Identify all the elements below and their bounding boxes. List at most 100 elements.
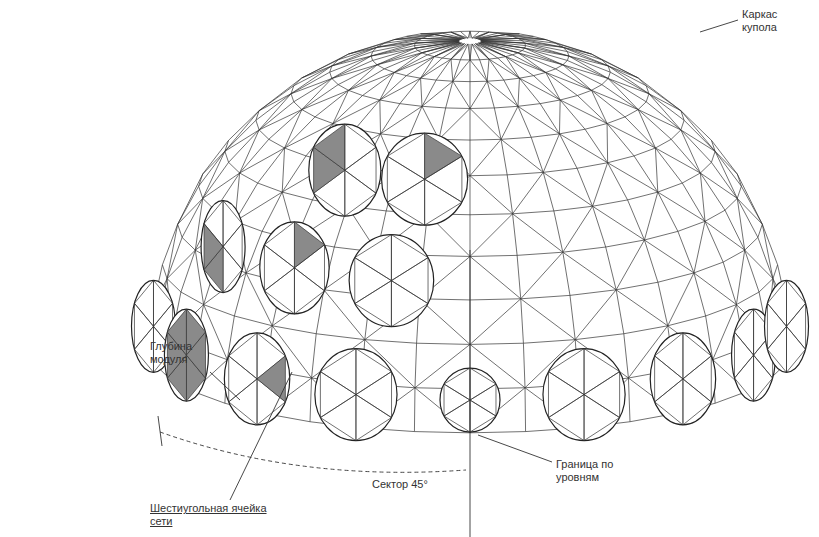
mesh-strut: [363, 72, 395, 95]
mesh-strut: [531, 137, 543, 172]
mesh-strut: [487, 81, 494, 108]
mesh-strut: [414, 432, 470, 433]
mesh-strut: [507, 172, 543, 175]
leader-line: [478, 435, 552, 462]
mesh-strut: [285, 110, 302, 148]
mesh-strut: [470, 108, 501, 139]
mesh-strut: [628, 192, 658, 200]
mesh-strut: [559, 100, 561, 134]
mesh-strut: [634, 156, 658, 192]
mesh-strut: [470, 255, 517, 256]
callout-label: Граница по уровням: [556, 458, 656, 484]
mesh-strut: [400, 78, 421, 103]
mesh-strut: [711, 140, 737, 174]
mesh-strut: [381, 104, 400, 134]
mesh-strut: [422, 53, 428, 55]
mesh-strut: [272, 326, 316, 334]
sector-arc: [160, 432, 466, 472]
mesh-strut: [681, 130, 715, 151]
mesh-strut: [715, 151, 737, 198]
mesh-strut: [377, 51, 418, 65]
mesh-strut: [178, 186, 199, 224]
mesh-strut: [602, 85, 638, 110]
mesh-strut: [519, 76, 533, 79]
hex-module: [224, 333, 289, 425]
mesh-strut: [616, 290, 668, 326]
mesh-strut: [291, 94, 294, 102]
mesh-strut: [525, 388, 527, 432]
mesh-strut: [668, 273, 694, 326]
mesh-strut: [379, 100, 381, 134]
mesh-strut: [644, 240, 694, 273]
mesh-strut: [546, 72, 578, 95]
mesh-strut: [607, 124, 609, 163]
mesh-strut: [668, 316, 706, 326]
mesh-strut: [415, 48, 418, 50]
mesh-strut: [608, 78, 649, 93]
mesh-strut: [240, 139, 269, 173]
mesh-strut: [409, 106, 422, 137]
mesh-strut: [606, 247, 616, 290]
mesh-strut: [591, 90, 624, 117]
module-facet: [655, 333, 683, 379]
mesh-strut: [498, 57, 506, 58]
mesh-strut: [745, 250, 773, 278]
mesh-strut: [591, 90, 607, 123]
mesh-strut: [628, 200, 645, 240]
mesh-strut: [460, 31, 470, 32]
mesh-strut: [625, 117, 655, 148]
mesh-strut: [506, 57, 520, 79]
mesh-strut: [481, 41, 525, 48]
mesh-strut: [758, 224, 762, 237]
mesh-strut: [543, 134, 559, 173]
mesh-strut: [470, 60, 471, 82]
module-facet: [548, 372, 584, 418]
mesh-strut: [470, 213, 513, 215]
mesh-strut: [470, 107, 494, 109]
module-facet: [444, 400, 470, 432]
mesh-strut: [678, 231, 694, 273]
hex-module: [650, 333, 715, 425]
mesh-strut: [504, 80, 518, 106]
mesh-strut: [199, 174, 203, 186]
mesh-strut: [531, 134, 559, 137]
mesh-strut: [423, 255, 470, 256]
mesh-strut: [229, 130, 260, 162]
module-facet: [356, 372, 392, 418]
sector-tick: [158, 416, 162, 446]
mesh-strut: [634, 148, 655, 156]
mesh-strut: [569, 56, 608, 78]
mesh-strut: [715, 151, 737, 174]
mesh-strut: [427, 35, 434, 37]
mesh-strut: [315, 90, 348, 117]
mesh-strut: [178, 174, 203, 224]
mesh-strut: [468, 44, 470, 60]
module-facet: [584, 395, 620, 441]
mesh-strut: [470, 176, 471, 215]
mesh-strut: [519, 78, 540, 103]
mesh-strut: [442, 58, 451, 59]
module-facet: [320, 372, 356, 418]
mesh-strut: [453, 81, 470, 108]
mesh-strut: [371, 56, 373, 60]
mesh-strut: [575, 290, 616, 340]
mesh-strut: [684, 120, 715, 151]
mesh-strut: [563, 65, 608, 79]
module-facet: [223, 247, 242, 293]
mesh-strut: [758, 237, 773, 278]
mesh-strut: [546, 72, 560, 100]
module-facet: [584, 349, 620, 395]
module-facet: [787, 326, 806, 372]
axis-line: [470, 250, 471, 537]
mesh-strut: [694, 273, 736, 305]
mesh-strut: [394, 55, 427, 73]
mesh-strut: [481, 41, 525, 46]
hex-module: [309, 124, 381, 216]
mesh-strut: [706, 305, 737, 316]
mesh-strut: [333, 90, 349, 123]
mesh-strut: [521, 252, 563, 299]
mesh-strut: [678, 221, 705, 231]
mesh-strut: [480, 60, 488, 81]
mesh-strut: [406, 76, 420, 79]
